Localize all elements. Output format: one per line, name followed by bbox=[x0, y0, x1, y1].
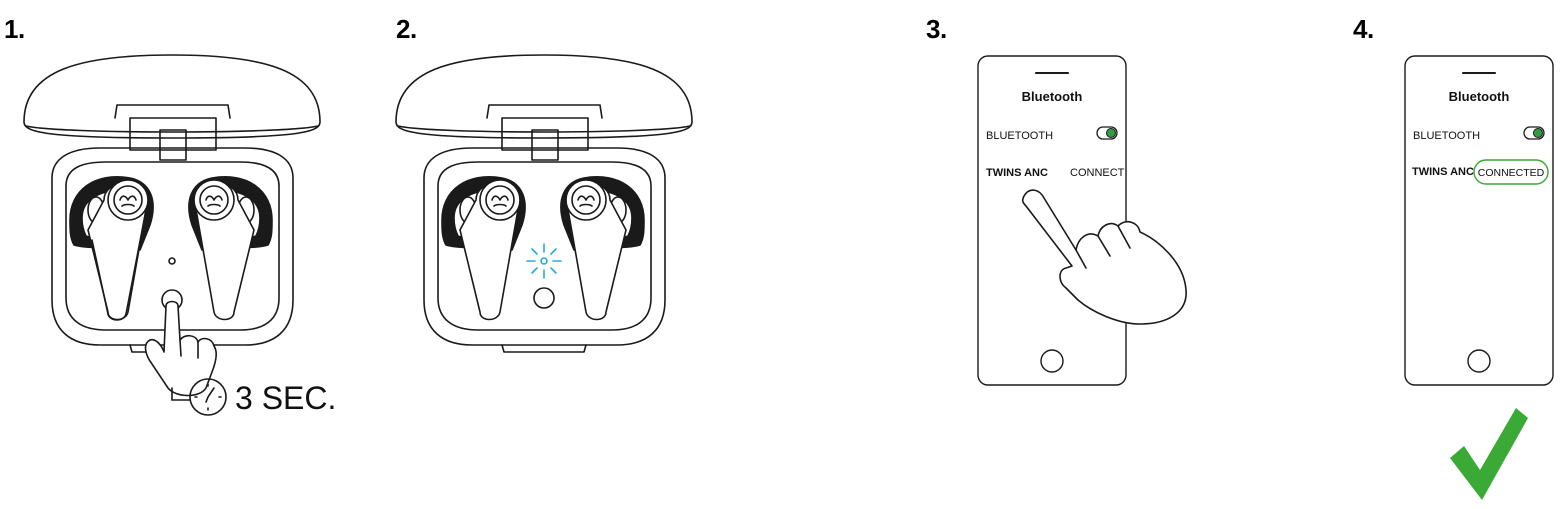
led-blink-icon bbox=[526, 243, 562, 279]
step-number-1: 1. bbox=[4, 14, 25, 44]
step1-illustration bbox=[23, 54, 321, 416]
smartphone-icon bbox=[1404, 55, 1554, 386]
checkmark-icon bbox=[1450, 408, 1528, 500]
toggle-icon[interactable] bbox=[1523, 126, 1545, 140]
step-number-4: 4. bbox=[1353, 14, 1374, 44]
toggle-icon[interactable] bbox=[1096, 126, 1118, 140]
connect-button[interactable]: CONNECT bbox=[1070, 167, 1125, 179]
connected-badge bbox=[1473, 159, 1549, 185]
phone-title: Bluetooth bbox=[1022, 89, 1083, 104]
step4-phone: Bluetooth BLUETOOTH TWINS ANC CONNECTED bbox=[1404, 55, 1554, 500]
clock-icon bbox=[171, 378, 227, 416]
hand-pointer-icon bbox=[144, 300, 217, 397]
bluetooth-label: BLUETOOTH bbox=[986, 130, 1053, 142]
phone-title: Bluetooth bbox=[1449, 89, 1510, 104]
device-name: TWINS ANC bbox=[1412, 166, 1474, 178]
hand-pointer-icon bbox=[1021, 189, 1187, 325]
earbud-case-icon bbox=[395, 54, 693, 353]
step2-illustration bbox=[395, 54, 693, 353]
connected-status: CONNECTED bbox=[1478, 167, 1545, 179]
step-number-2: 2. bbox=[396, 14, 417, 44]
step-number-3: 3. bbox=[926, 14, 947, 44]
timer-label: 3 SEC. bbox=[235, 380, 337, 416]
step3-phone: Bluetooth BLUETOOTH TWINS ANC CONNECT bbox=[977, 55, 1187, 386]
earbud-case-icon bbox=[23, 54, 321, 353]
bluetooth-label: BLUETOOTH bbox=[1413, 130, 1480, 142]
device-name[interactable]: TWINS ANC bbox=[986, 167, 1048, 179]
